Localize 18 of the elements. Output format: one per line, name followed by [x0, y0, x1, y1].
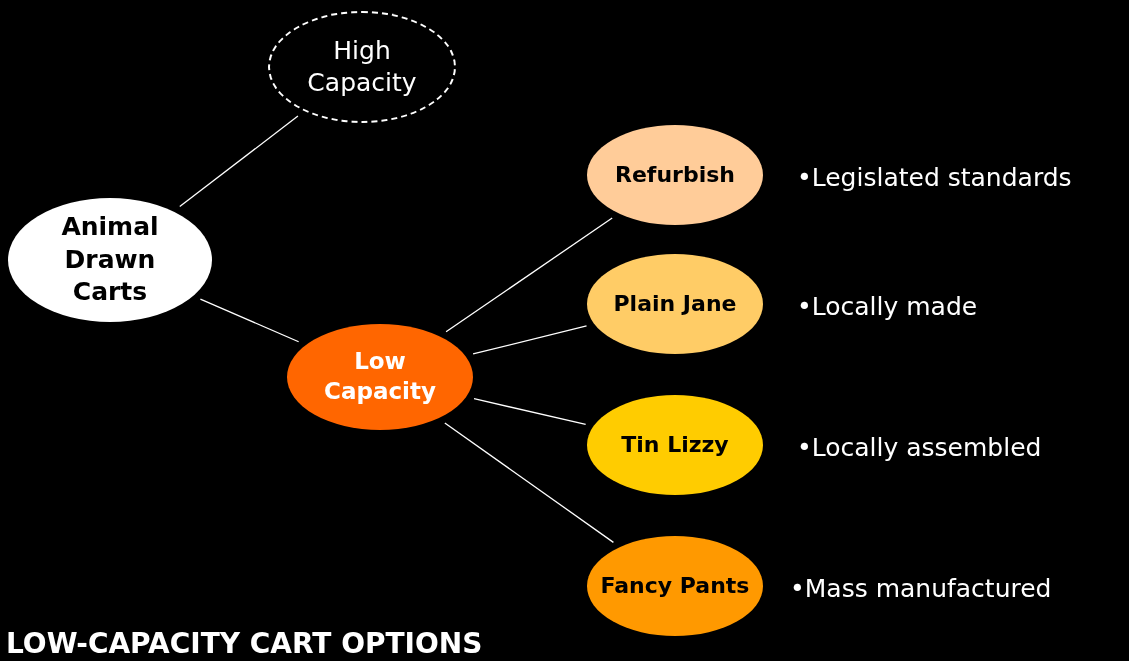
node-label: Refurbish [614, 160, 736, 189]
caption: LOW-CAPACITY CART OPTIONS [6, 627, 483, 660]
node-label: Plain Jane [612, 289, 738, 318]
connector-line [179, 115, 299, 208]
connector-line [472, 325, 588, 355]
bullet-note: •Mass manufactured [790, 573, 1052, 603]
connector-line [444, 422, 615, 543]
node-label: Animal Drawn Carts [60, 211, 160, 309]
bullet-note: •Locally assembled [797, 432, 1042, 462]
bullet-note: •Legislated standards [797, 162, 1072, 192]
node-label: Low Capacity [323, 347, 437, 406]
bullet-note: •Locally made [797, 291, 978, 321]
node-label: Tin Lizzy [620, 430, 730, 459]
connector-line [199, 298, 300, 343]
node-label: High Capacity [306, 34, 418, 99]
connector-line [473, 398, 587, 426]
node-label: Fancy Pants [599, 571, 751, 600]
connector-line [445, 217, 613, 333]
